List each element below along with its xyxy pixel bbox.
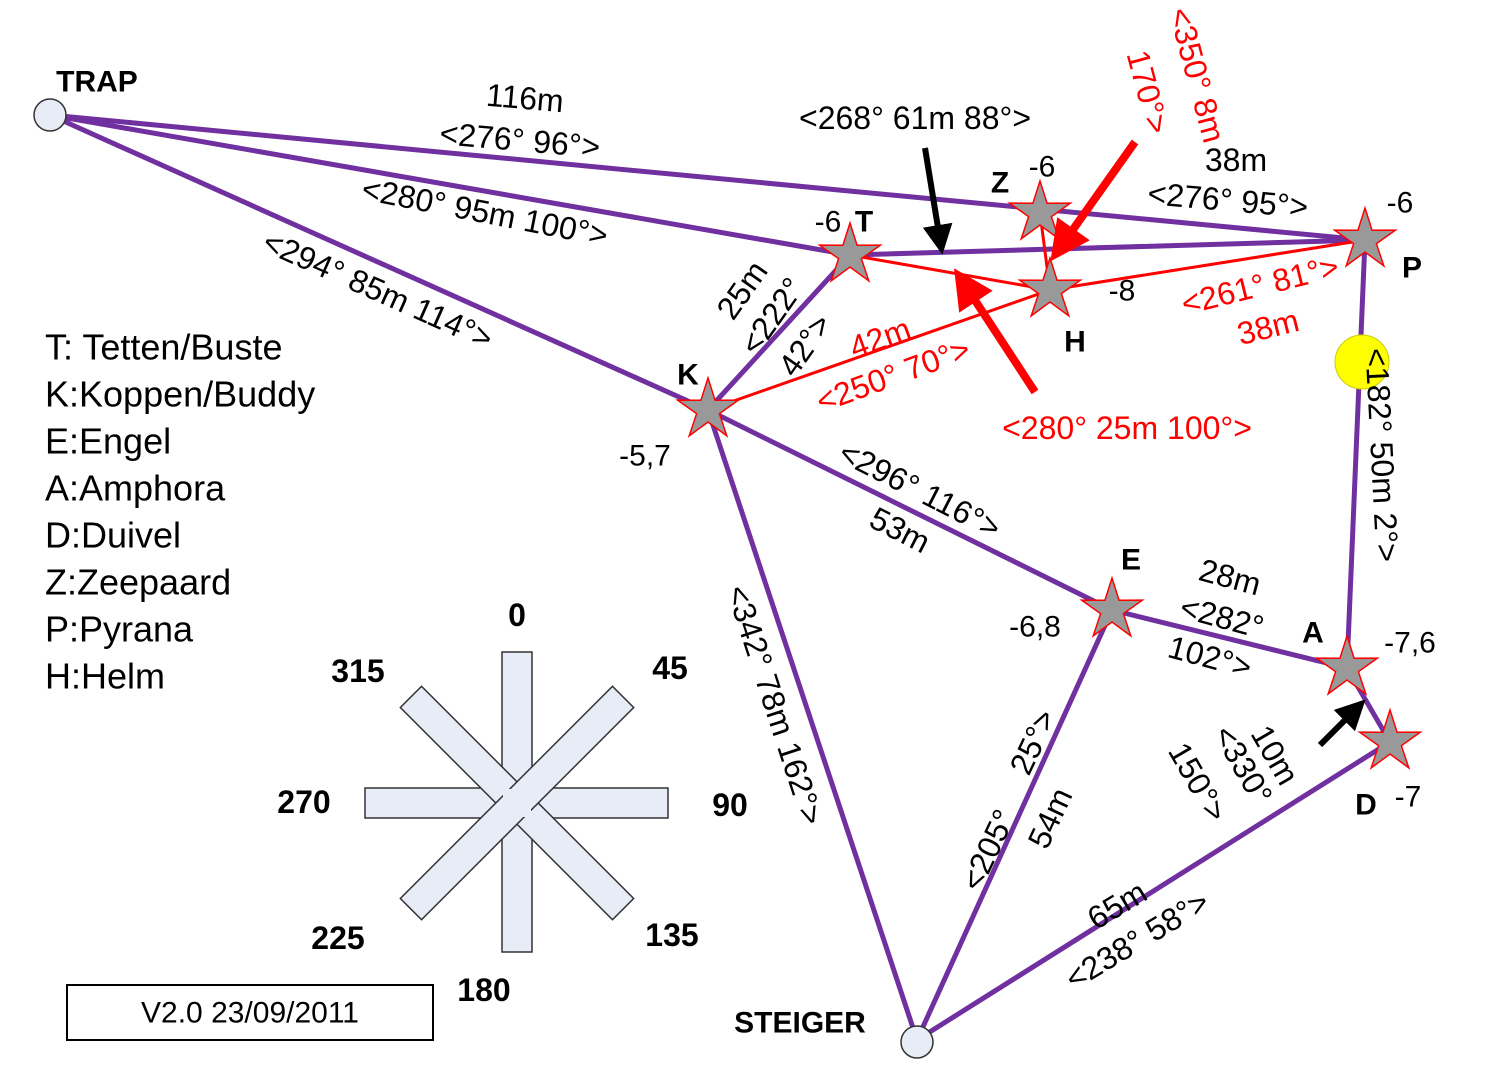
edge-label: <276° 96°> xyxy=(438,115,601,165)
depth-t: -6 xyxy=(815,206,842,239)
legend-item: D:Duivel xyxy=(45,515,181,556)
edge-label: 170°> xyxy=(1120,46,1177,137)
node-label-t: T xyxy=(855,206,873,239)
depth-h: -8 xyxy=(1109,275,1136,308)
arrow-icon xyxy=(922,147,953,255)
compass-label-180: 180 xyxy=(457,972,510,1008)
star-icon-p xyxy=(1332,205,1398,268)
legend-item: E:Engel xyxy=(45,421,171,462)
legend-item: K:Koppen/Buddy xyxy=(45,374,315,415)
star-icon-a xyxy=(1314,633,1380,696)
compass-label-90: 90 xyxy=(712,787,748,823)
arrow-icon xyxy=(954,268,1039,395)
depth-d: -7 xyxy=(1395,781,1422,814)
version-box xyxy=(66,984,434,1041)
trap-marker xyxy=(33,98,67,132)
dive-sites xyxy=(675,178,1423,770)
compass-rose xyxy=(364,651,669,953)
node-label-h: H xyxy=(1064,326,1086,359)
depth-e: -6,8 xyxy=(1009,611,1061,644)
node-label-p: P xyxy=(1402,252,1422,285)
star-icon-k xyxy=(675,375,741,438)
arrow-icon xyxy=(1317,699,1366,748)
edge-label: <182° 50m 2°> xyxy=(1358,347,1405,563)
legend-item: A:Amphora xyxy=(45,468,226,509)
steiger-marker xyxy=(900,1025,934,1059)
star-icon-d xyxy=(1357,707,1423,770)
node-label-k: K xyxy=(677,359,699,392)
edge-label: <280° 25m 100°> xyxy=(1002,410,1252,446)
sun-marker xyxy=(1334,334,1390,390)
compass-label-270: 270 xyxy=(277,784,330,820)
depth-z: -6 xyxy=(1029,151,1056,184)
node-label-trap: TRAP xyxy=(56,66,138,99)
legend-item: P:Pyrana xyxy=(45,609,194,650)
edge-label: <294° 85m 114°> xyxy=(258,223,499,357)
compass-label-315: 315 xyxy=(331,653,384,689)
edge-label: 38m xyxy=(1233,302,1302,352)
edge-label: 38m xyxy=(1205,142,1267,178)
edge-label: 116m xyxy=(485,77,566,120)
star-icon-e xyxy=(1079,575,1145,638)
version-label: V2.0 23/09/2011 xyxy=(141,997,359,1030)
depth-a: -7,6 xyxy=(1384,627,1436,660)
legend: T: Tetten/Buste K:Koppen/Buddy E:Engel A… xyxy=(45,327,315,697)
compass-label-45: 45 xyxy=(652,650,688,686)
depth-p: -6 xyxy=(1387,187,1414,220)
node-label-a: A xyxy=(1302,617,1324,650)
edge-label: <268° 61m 88°> xyxy=(799,100,1031,136)
depth-k: -5,7 xyxy=(619,440,671,473)
edge-label: <276° 95°> xyxy=(1146,175,1309,225)
node-label-d: D xyxy=(1355,789,1377,822)
legend-item: Z:Zeepaard xyxy=(45,562,231,603)
edge-label: <280° 95m 100°> xyxy=(359,171,611,254)
legend-item: H:Helm xyxy=(45,656,165,697)
compass-label-135: 135 xyxy=(645,917,698,953)
compass-label-0: 0 xyxy=(508,597,526,633)
edge-label: <205° xyxy=(954,804,1022,896)
star-icon-z xyxy=(1007,178,1073,241)
arrow-icon xyxy=(1050,139,1139,262)
node-label-z: Z xyxy=(991,167,1009,200)
star-icon-t xyxy=(817,220,883,283)
compass-label-225: 225 xyxy=(311,920,364,956)
node-label-steiger: STEIGER xyxy=(734,1007,866,1040)
legend-item: T: Tetten/Buste xyxy=(45,327,282,368)
star-icon-h xyxy=(1017,255,1083,318)
node-label-e: E xyxy=(1121,544,1141,577)
